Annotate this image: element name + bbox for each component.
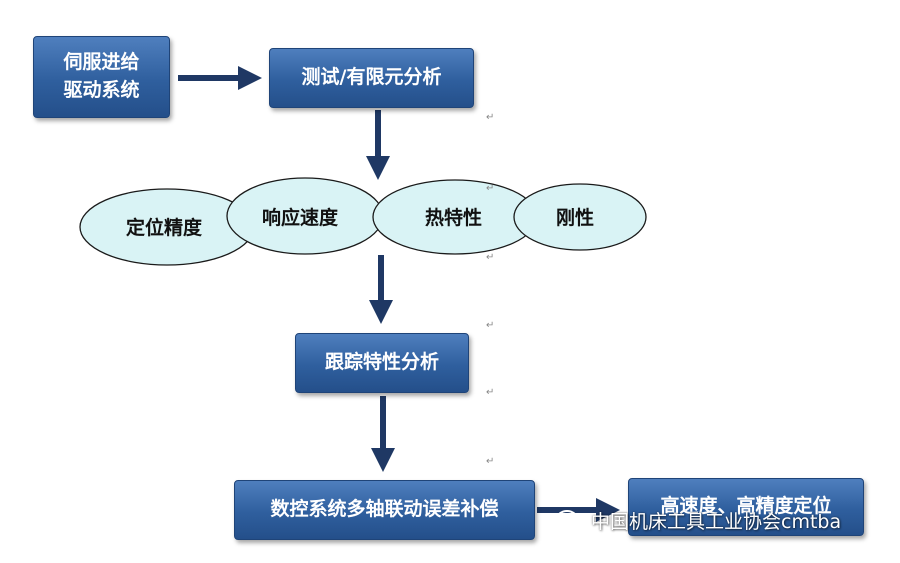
ellipse-rigidity bbox=[513, 183, 647, 251]
paragraph-mark: ↵ bbox=[486, 252, 495, 263]
node-servo-line1: 伺服进给 bbox=[63, 51, 140, 74]
node-cnc-compensation: 数控系统多轴联动误差补偿 bbox=[234, 480, 535, 540]
node-servo-line2: 驱动系统 bbox=[63, 79, 140, 101]
node-tracking-analysis: 跟踪特性分析 bbox=[295, 333, 469, 393]
node-target-positioning: 高速度、高精度定位 bbox=[628, 478, 864, 536]
node-test-fea: 测试/有限元分析 bbox=[269, 48, 474, 108]
ellipse-label-thermal: 热特性 bbox=[425, 207, 483, 229]
paragraph-mark: ↵ bbox=[486, 183, 495, 194]
paragraph-mark: ↵ bbox=[486, 320, 495, 331]
paragraph-mark: ↵ bbox=[486, 387, 495, 398]
watermark-text: 中国机床工具工业协会cmtba bbox=[591, 511, 842, 533]
paragraph-mark: ↵ bbox=[486, 456, 495, 467]
ellipse-label-positioning-accuracy: 定位精度 bbox=[126, 217, 203, 239]
node-servo-feed-drive: 伺服进给 驱动系统 bbox=[33, 36, 170, 118]
wechat-icon bbox=[556, 509, 583, 530]
node-cnc-label: 数控系统多轴联动误差补偿 bbox=[270, 498, 499, 521]
watermark: 中国机床工具工业协会cmtba bbox=[555, 507, 841, 534]
node-tracking-label: 跟踪特性分析 bbox=[324, 351, 439, 374]
ellipse-label-response-speed: 响应速度 bbox=[262, 207, 339, 229]
node-test-fea-label: 测试/有限元分析 bbox=[301, 66, 442, 89]
ellipse-label-rigidity: 刚性 bbox=[556, 207, 595, 229]
node-target-label: 高速度、高精度定位 bbox=[660, 495, 832, 518]
paragraph-mark: ↵ bbox=[486, 112, 495, 123]
